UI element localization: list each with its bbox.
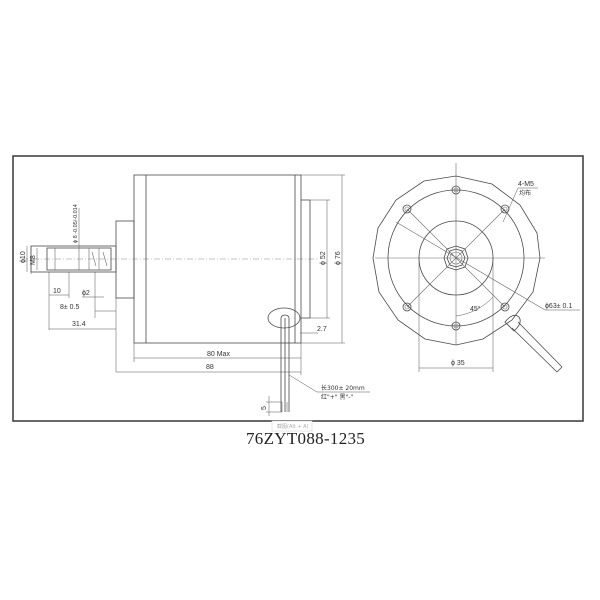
- shaft-tol-label: ϕ 8 -0.05/-0.014: [73, 204, 79, 243]
- drawing-frame: [12, 155, 584, 422]
- lead-length-label: 长300± 20mm: [321, 384, 365, 392]
- front-flange: [115, 220, 135, 299]
- step-label: 2.7: [317, 326, 327, 333]
- dia-76-label: ϕ 76: [335, 251, 342, 265]
- drawing-title: 76ZYT088-1235: [246, 429, 365, 448]
- shaft-dia-label: ϕ10: [20, 251, 27, 263]
- bolt-circle: [387, 189, 525, 327]
- holes-note: 均布: [519, 189, 531, 197]
- tooltip-text: 截图(Alt + A): [277, 423, 309, 430]
- cable-grommet: [267, 307, 301, 329]
- shaft-length-label: 31.4: [72, 321, 86, 328]
- overall-length-label: 88: [206, 364, 214, 371]
- side-view: ϕ10 M8 ϕ 8 -0.05/-0.014 10 ϕ2 8± 0.5 31.…: [20, 174, 370, 416]
- dia-52-label: ϕ 52: [320, 251, 327, 265]
- body-length-label: 80 Max: [207, 351, 230, 358]
- hole-dia-label: ϕ2: [82, 290, 90, 297]
- pcd-label: ϕ63± 0.1: [545, 303, 572, 310]
- hole-position-label: 8± 0.5: [60, 304, 80, 311]
- screenshot-tooltip: [271, 420, 313, 432]
- thread-label: M8: [30, 255, 37, 265]
- lead-color-label: 红"+" 黑"-": [321, 393, 353, 401]
- mounting-holes: [402, 185, 510, 331]
- holes-label: 4-M5: [518, 181, 534, 188]
- motor-outline: [372, 175, 541, 346]
- thread-length-label: 10: [53, 288, 61, 295]
- strip-length-label: 5: [261, 406, 268, 410]
- end-view: 4-M5 均布 ϕ63± 0.1 45° ϕ 35: [372, 163, 580, 373]
- angle-label: 45°: [470, 305, 481, 313]
- pilot-dia-label: ϕ 35: [451, 360, 465, 367]
